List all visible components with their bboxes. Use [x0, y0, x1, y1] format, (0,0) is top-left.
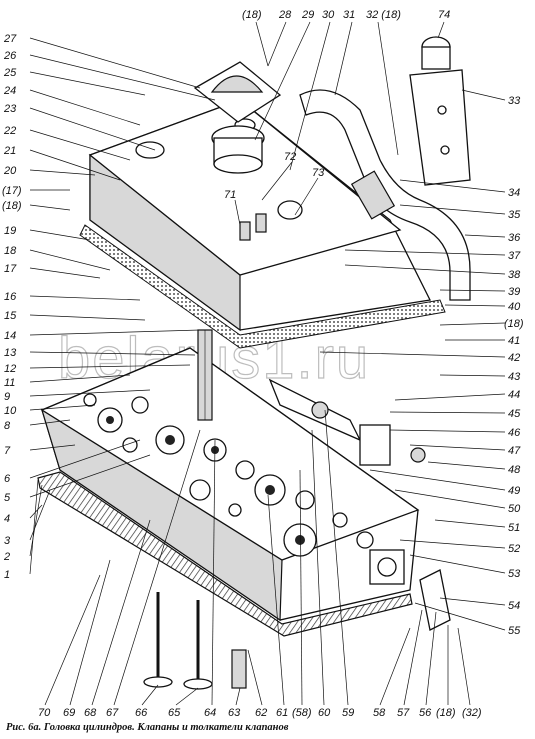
callout-53: 53 — [508, 568, 521, 580]
callout-42: 42 — [508, 352, 520, 364]
callout-71: 71 — [224, 189, 236, 201]
callout-50: 50 — [508, 503, 521, 515]
callout-1: 1 — [4, 569, 10, 581]
valve-cover — [88, 99, 431, 332]
callout-44: 44 — [508, 389, 520, 401]
callout-59: 59 — [342, 707, 354, 719]
callout-21: 21 — [3, 145, 16, 157]
callout-13: 13 — [4, 347, 17, 359]
callout-74: 74 — [438, 9, 450, 21]
callout-18-right: (18) — [504, 318, 524, 330]
callout-46: 46 — [508, 427, 521, 439]
callout-66: 66 — [135, 707, 148, 719]
cylinder-head-block — [40, 347, 420, 622]
callout-49: 49 — [508, 485, 520, 497]
callout-32-bottom: (32) — [462, 707, 482, 719]
filter-housing — [409, 36, 471, 186]
callout-11: 11 — [4, 377, 15, 389]
callout-52: 52 — [508, 543, 520, 555]
callout-48: 48 — [508, 464, 521, 476]
callouts-left: 27 26 25 24 23 22 21 20 (17) (18) 19 18 … — [2, 33, 216, 581]
callout-41: 41 — [508, 335, 520, 347]
callout-23: 23 — [3, 103, 17, 115]
callout-17a: (17) — [2, 185, 22, 197]
callout-72: 72 — [284, 151, 296, 163]
callout-35: 35 — [508, 209, 521, 221]
callout-14: 14 — [4, 330, 16, 342]
callout-62: 62 — [255, 707, 267, 719]
callout-18-top: (18) — [242, 9, 262, 21]
callout-61: 61 — [276, 707, 288, 719]
callout-68: 68 — [84, 707, 97, 719]
callout-6: 6 — [4, 473, 11, 485]
callout-27: 27 — [3, 33, 17, 45]
callout-2: 2 — [3, 551, 10, 563]
valves — [143, 592, 247, 690]
callouts-top: (18) 28 29 30 31 32 (18) 74 — [242, 9, 450, 171]
callout-12: 12 — [4, 363, 16, 375]
callout-31: 31 — [343, 9, 355, 21]
callout-43: 43 — [508, 371, 521, 383]
callout-65: 65 — [168, 707, 181, 719]
callout-58: 58 — [373, 707, 386, 719]
callout-39: 39 — [508, 286, 520, 298]
callout-19: 19 — [4, 225, 16, 237]
breather-cap — [193, 61, 282, 174]
callout-38: 38 — [508, 269, 521, 281]
callout-55: 55 — [508, 625, 521, 637]
callout-8: 8 — [4, 420, 11, 432]
callout-37: 37 — [508, 250, 521, 262]
callout-15: 15 — [4, 310, 17, 322]
callouts-right: 33 34 35 36 37 38 39 40 (18) 41 42 43 44… — [319, 89, 524, 637]
callout-47: 47 — [508, 445, 521, 457]
callout-63: 63 — [228, 707, 241, 719]
callout-73: 73 — [312, 167, 325, 179]
callout-7: 7 — [4, 445, 11, 457]
callout-69: 69 — [63, 707, 75, 719]
callout-32-18: 32 (18) — [366, 9, 401, 21]
callout-64: 64 — [204, 707, 216, 719]
callout-25: 25 — [3, 67, 17, 79]
callout-34: 34 — [508, 187, 520, 199]
callout-28: 28 — [278, 9, 292, 21]
callout-5: 5 — [4, 492, 11, 504]
callout-10: 10 — [4, 405, 17, 417]
callout-9: 9 — [4, 391, 10, 403]
callout-40: 40 — [508, 301, 521, 313]
callout-18: 18 — [4, 245, 17, 257]
callout-36: 36 — [508, 232, 521, 244]
callout-33: 33 — [508, 95, 521, 107]
valve-train — [197, 329, 426, 466]
callout-56: 56 — [419, 707, 432, 719]
callout-58a: (58) — [292, 707, 312, 719]
callout-18-bottom: (18) — [436, 707, 456, 719]
callout-20: 20 — [3, 165, 17, 177]
callout-16: 16 — [4, 291, 17, 303]
figure-caption: Рис. 6а. Головка цилиндров. Клапаны и то… — [6, 722, 289, 733]
head-gasket — [37, 471, 413, 637]
bracket — [419, 569, 451, 631]
callout-67: 67 — [106, 707, 119, 719]
callout-54: 54 — [508, 600, 520, 612]
cover-gasket — [79, 224, 446, 349]
callout-4: 4 — [4, 513, 10, 525]
callout-57: 57 — [397, 707, 410, 719]
callout-29: 29 — [301, 9, 314, 21]
callout-17: 17 — [4, 263, 17, 275]
callout-24: 24 — [3, 85, 16, 97]
callout-70: 70 — [38, 707, 51, 719]
callout-51: 51 — [508, 522, 520, 534]
callout-22: 22 — [3, 125, 16, 137]
callout-3: 3 — [4, 535, 11, 547]
callout-30: 30 — [322, 9, 335, 21]
callouts-bottom: 70 69 68 67 66 65 64 63 62 61 (58) 60 59… — [38, 409, 482, 719]
callout-26: 26 — [3, 50, 17, 62]
callout-18a: (18) — [2, 200, 22, 212]
callout-45: 45 — [508, 408, 521, 420]
callouts-inner: 72 73 71 — [224, 151, 325, 226]
callout-60: 60 — [318, 707, 331, 719]
